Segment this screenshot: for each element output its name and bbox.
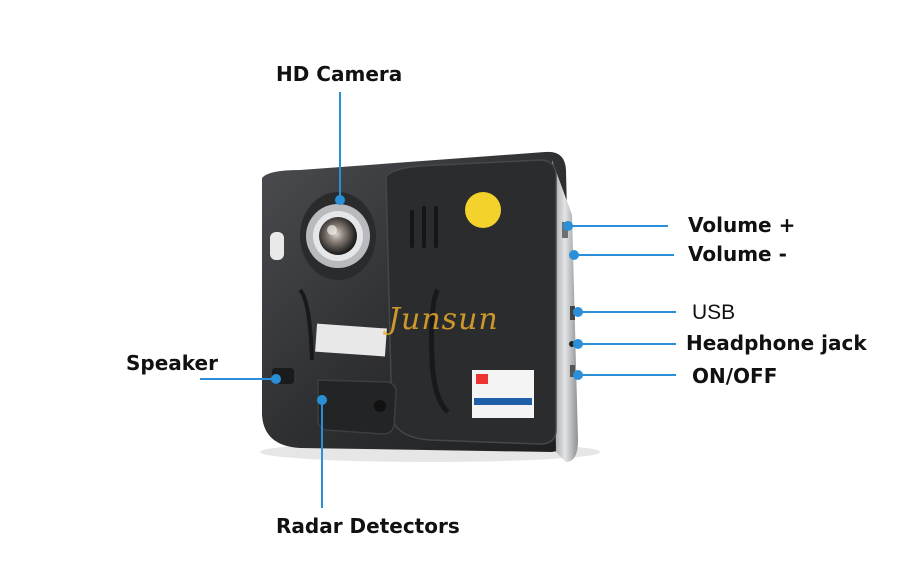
headphone-jack-label: Headphone jack xyxy=(686,331,867,355)
device-side-edge xyxy=(552,160,578,462)
speaker-label: Speaker xyxy=(126,351,218,375)
hd-camera-label: HD Camera xyxy=(276,62,403,86)
on-off-label: ON/OFF xyxy=(692,364,778,388)
sticker-icon xyxy=(465,192,501,228)
usb-label: USB xyxy=(692,301,736,324)
watermark: Junsun xyxy=(388,302,499,337)
volume-down-label: Volume - xyxy=(688,242,787,266)
radar-detectors-label: Radar Detectors xyxy=(276,514,460,538)
volume-up-label: Volume + xyxy=(688,213,796,237)
radar-module xyxy=(317,379,397,435)
